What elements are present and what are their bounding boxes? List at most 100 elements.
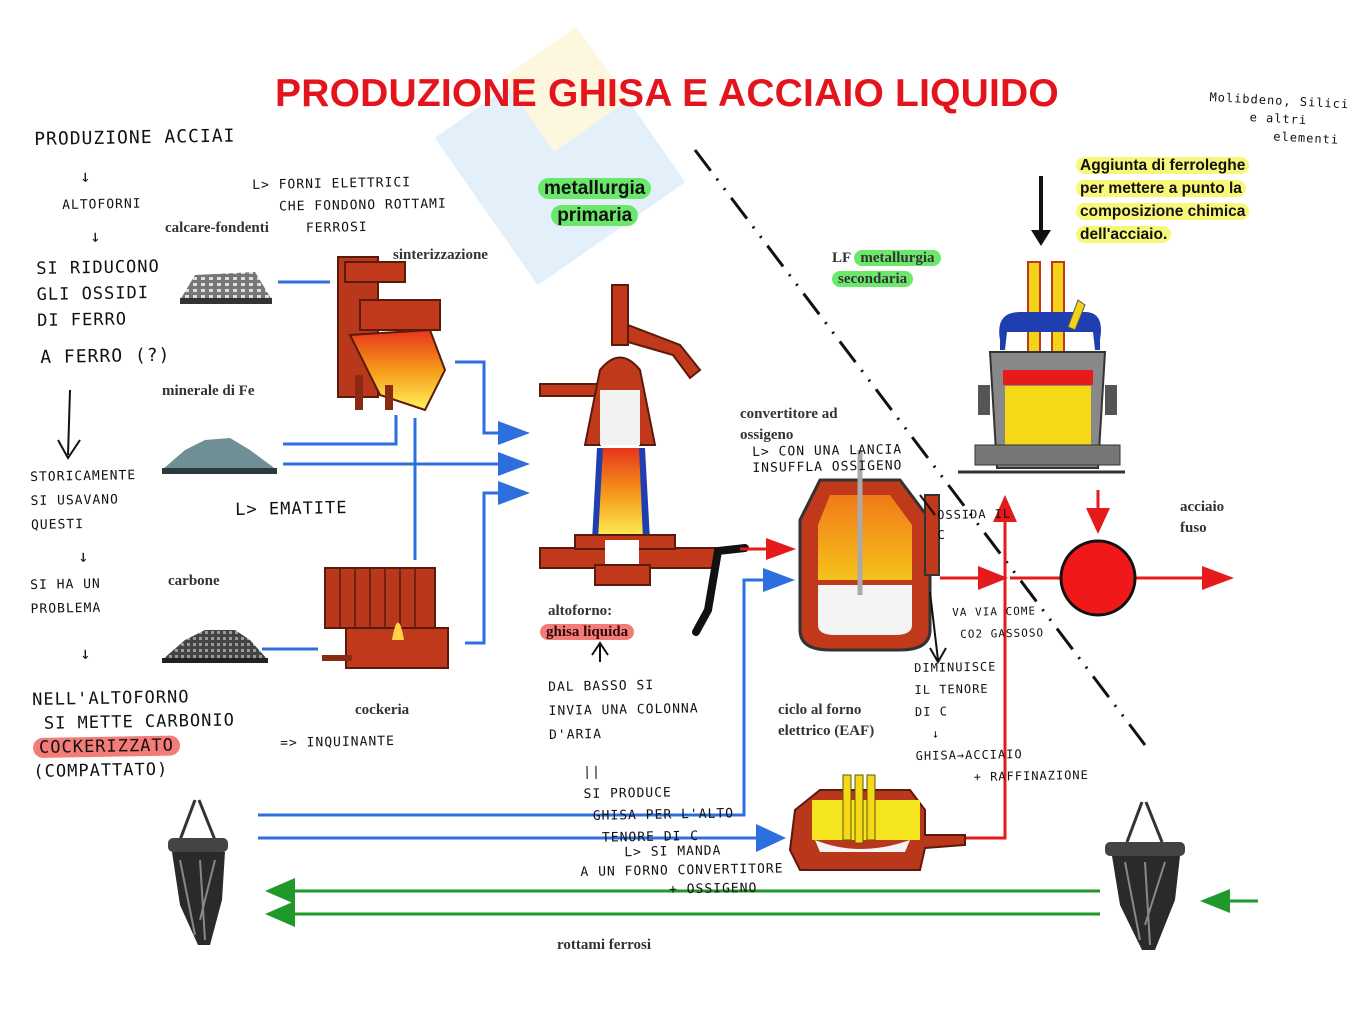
note-pig-iron-produced: || SI PRODUCE GHISA PER L'ALTO TENORE DI… (583, 759, 735, 850)
note-arrow-2: ↓ (90, 226, 102, 247)
ladle-furnace-icon (958, 261, 1125, 474)
primary-line-1: metallurgia (538, 178, 652, 199)
note-line: e altri (1249, 110, 1308, 128)
oxygen-converter-icon (798, 450, 940, 652)
ferroalloy-line-1: Aggiunta di ferroleghe (1076, 157, 1250, 174)
note-coke-carbon: NELL'ALTOFORNO SI METTE CARBONIO COCKERI… (32, 684, 236, 784)
pig-iron-text: ghisa liquida (540, 624, 635, 640)
note-coked-highlight: COCKERIZZATO (32, 735, 181, 758)
ferroalloy-arrow-head (1031, 230, 1051, 246)
ferroalloy-line-4: dell'acciaio. (1076, 226, 1172, 243)
primary-line-2: primaria (551, 205, 639, 226)
iron-ore-pile-icon (162, 438, 277, 474)
note-line: OSSIDA IL (937, 506, 1012, 522)
note-line: CHE FONDONO ROTTAMI (278, 196, 447, 215)
arrow-to-blast-furnace-3 (498, 481, 530, 505)
note-line: IL TENORE (914, 681, 989, 697)
primary-metallurgy-label: metallurgia primaria (538, 175, 652, 229)
note-oxygen-lance: L> CON UNA LANCIA INSUFFLA OSSIGENO (752, 442, 903, 477)
note-line: ↓ (931, 726, 941, 741)
separator-primary-secondary (693, 149, 1147, 746)
red-flow-lines (740, 490, 1205, 840)
label-coal: carbone (168, 573, 220, 589)
arrow-steel-out (1202, 566, 1234, 590)
note-to-iron: A FERRO (?) (40, 344, 171, 368)
limestone-pile-icon (180, 272, 272, 304)
arrow-scrap-1 (265, 878, 295, 904)
converter-line-2: ossigeno (740, 427, 794, 443)
note-line: A UN FORNO CONVERTITORE (580, 861, 784, 880)
label-scrap: rottami ferrosi (557, 937, 651, 953)
note-arrow-3: ↓ (78, 546, 90, 567)
blast-furnace-icon (539, 284, 716, 586)
ferroalloy-note: Aggiunta di ferroleghe per mettere a pun… (1076, 154, 1298, 246)
note-line: SI HA UN (30, 576, 101, 593)
note-line: STORICAMENTE (30, 468, 137, 485)
note-oxidizes: OSSIDA IL C (937, 504, 1012, 545)
note-line: + OSSIGENO (668, 880, 758, 898)
note-line: GHISA→ACCIAIO (915, 747, 1023, 763)
secondary-prefix: LF (832, 250, 851, 266)
note-steel-production: PRODUZIONE ACCIAI (34, 125, 236, 150)
molten-steel-node (1059, 539, 1137, 617)
scrap-magnet-left-icon (168, 799, 228, 945)
arrow-down-to-steel (1086, 508, 1110, 534)
arrow-scrap-in (1200, 889, 1230, 913)
note-line: L> CON UNA LANCIA (752, 442, 903, 460)
note-line: DAL BASSO SI (548, 678, 655, 695)
handwritten-arrows (57, 389, 947, 665)
arrow-converter-out (978, 566, 1008, 590)
note-arrow-4: ↓ (80, 643, 92, 664)
red-arrowheads (766, 495, 1234, 590)
label-molten-steel: acciaio fuso (1180, 497, 1224, 539)
arrow-to-blast-furnace-2 (498, 452, 530, 476)
coal-pile-icon (162, 630, 268, 663)
note-hematite: L> EMATITE (235, 498, 348, 520)
secondary-metallurgy-label: LF metallurgia secondaria (832, 248, 941, 290)
coke-oven-icon (322, 567, 449, 669)
note-line: GLI OSSIDI (36, 283, 150, 305)
arrow-up-to-ladle (993, 495, 1017, 522)
note-line: || (583, 764, 601, 780)
note-line: L> FORNI ELETTRICI (252, 175, 412, 193)
molten-steel-line-1: acciaio (1180, 499, 1225, 515)
arrow-scrap-2 (265, 901, 295, 927)
blue-arrowheads (498, 421, 795, 852)
note-line: + RAFFINAZIONE (973, 767, 1089, 784)
arrow-to-eaf (756, 824, 786, 852)
arrow-to-converter-red (766, 538, 796, 560)
note-line: SI USAVANO (30, 492, 120, 509)
note-line: Molibdeno, Silicio (1209, 89, 1350, 112)
page-title: PRODUZIONE GHISA E ACCIAIO LIQUIDO (275, 72, 1059, 115)
label-eaf: ciclo al forno elettrico (EAF) (778, 700, 874, 742)
label-limestone: calcare-fondenti (165, 220, 269, 236)
secondary-line-1: metallurgia (854, 250, 941, 266)
arrow-to-blast-furnace-1 (498, 421, 530, 445)
note-line: DI FERRO (36, 309, 128, 331)
label-converter: convertitore ad ossigeno (740, 404, 838, 446)
note-line: QUESTI (30, 517, 85, 533)
label-iron-ore: minerale di Fe (162, 383, 255, 399)
green-flow-lines (290, 889, 1258, 916)
note-line: DI C (914, 704, 948, 719)
note-historically: STORICAMENTE SI USAVANO QUESTI (30, 464, 137, 538)
note-line: NELL'ALTOFORNO (32, 687, 190, 710)
note-air-column: DAL BASSO SI INVIA UNA COLONNA D'ARIA (548, 673, 699, 748)
watermark-shape-yellow (502, 26, 628, 152)
note-line: INSUFFLA OSSIGENO (752, 458, 903, 476)
converter-line-1: convertitore ad (740, 406, 838, 422)
scrap-magnet-right-icon (1105, 801, 1185, 950)
note-arrow-1: ↓ (80, 166, 92, 187)
note-electric-furnaces: L> FORNI ELETTRICI CHE FONDONO ROTTAMI F… (252, 172, 447, 241)
note-line: GHISA PER L'ALTO (592, 806, 735, 824)
note-problem: SI HA UN PROBLEMA (30, 573, 101, 622)
note-send-to-converter: L> SI MANDA A UN FORNO CONVERTITORE + OS… (580, 840, 784, 901)
note-line: C (937, 527, 946, 542)
molten-steel-line-2: fuso (1180, 520, 1207, 536)
note-line: PROBLEMA (30, 600, 102, 617)
note-line: SI PRODUCE (583, 785, 672, 802)
eaf-line-1: ciclo al forno (778, 702, 862, 718)
eaf-line-2: elettrico (EAF) (778, 723, 875, 739)
note-line: (COMPATTATO) (33, 759, 169, 782)
arrow-to-converter (763, 568, 795, 592)
